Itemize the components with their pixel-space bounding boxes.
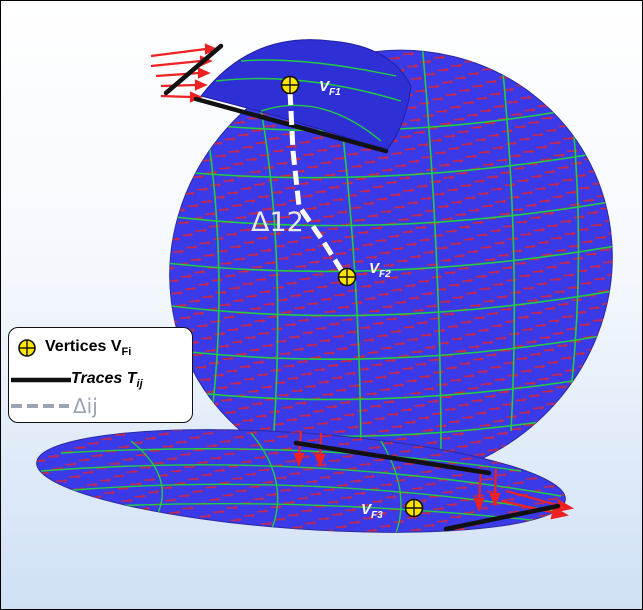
vertex-symbol-icon (18, 339, 36, 357)
legend-traces-label: Traces Tij (71, 370, 143, 391)
delta-12-path (287, 90, 348, 278)
vertex-f3: VF3 (361, 498, 424, 521)
vertex-f3-label: VF3 (361, 501, 383, 521)
vertex-f1: VF1 (280, 75, 341, 98)
vertex-f1-label: VF1 (319, 78, 341, 98)
legend-vertices-row: Vertices VFi (17, 338, 131, 358)
traces (163, 43, 561, 532)
vertex-f2: VF2 (337, 260, 391, 287)
upper-pocket (200, 39, 412, 152)
trace-lower-middle (293, 440, 492, 476)
edge-arrows (150, 43, 575, 520)
legend-delta-label: Δij (73, 394, 98, 418)
delta-12-label: Δ12 (251, 207, 304, 238)
legend-traces-row: Traces Tij (11, 370, 143, 390)
vertex-f2-label: VF2 (369, 260, 391, 280)
legend: Vertices VFi Traces Tij Δij (8, 327, 193, 423)
trace-top (193, 96, 389, 154)
trace-top-left (163, 43, 224, 96)
trace-lower-right (443, 503, 561, 532)
lower-contours (40, 432, 562, 534)
trace-line-icon (11, 377, 71, 383)
legend-vertices-label: Vertices VFi (45, 338, 132, 359)
legend-delta-row: Δij (11, 394, 98, 418)
dashed-line-icon (11, 404, 69, 408)
